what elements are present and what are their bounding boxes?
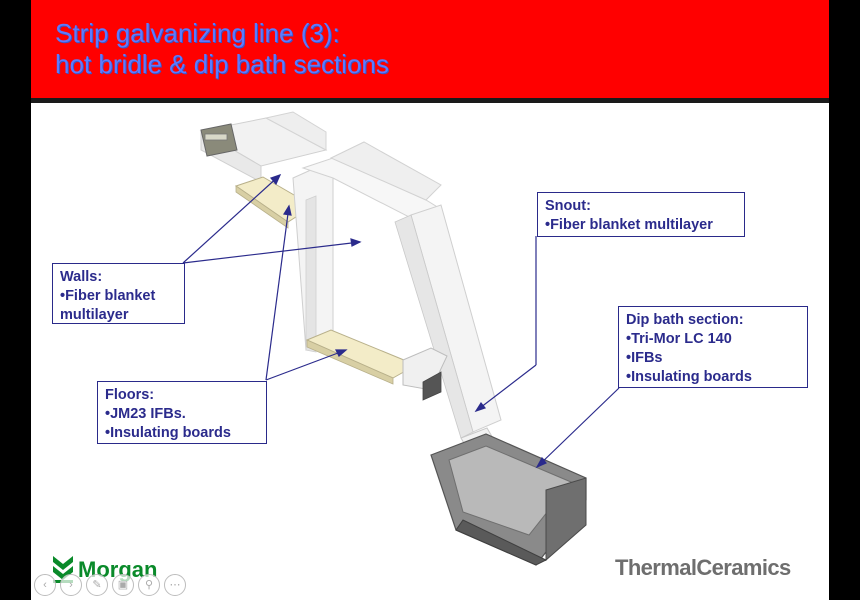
callout-dip-bath-line-2: •IFBs bbox=[626, 350, 663, 366]
walls-leader-1 bbox=[182, 174, 281, 264]
slide-title-line-1: Strip galvanizing line (3): bbox=[55, 18, 340, 48]
more-icon[interactable]: ⋯ bbox=[164, 574, 186, 596]
bridle-end-lip bbox=[204, 133, 228, 141]
snout-leader bbox=[475, 364, 537, 412]
zoom-icon[interactable]: ⚲ bbox=[138, 574, 160, 596]
callout-snout-line-1: •Fiber blanket multilayer bbox=[545, 217, 713, 233]
upper-floor-side bbox=[235, 185, 289, 229]
slide-title: Strip galvanizing line (3): hot bridle &… bbox=[55, 18, 389, 80]
floors-leader-1-arrow bbox=[283, 204, 292, 216]
vertical-wall-side bbox=[305, 195, 317, 353]
floors-leader-2 bbox=[265, 349, 347, 381]
lower-floor-side bbox=[306, 339, 394, 385]
upper-chamber-top bbox=[329, 141, 442, 201]
prev-icon[interactable]: ‹ bbox=[34, 574, 56, 596]
callout-walls-line-1: •Fiber blanket bbox=[60, 288, 156, 304]
callout-dip-bath: Dip bath section: •Tri-Mor LC 140 •IFBs … bbox=[618, 306, 808, 388]
callout-floors-heading: Floors: bbox=[105, 387, 155, 403]
callout-dip-bath-line-1: •Tri-Mor LC 140 bbox=[626, 331, 732, 347]
callout-dip-bath-heading: Dip bath section: bbox=[626, 312, 744, 328]
dipbath-leader-arrow bbox=[535, 456, 547, 469]
lower-connector-dark bbox=[422, 371, 442, 401]
slide-title-line-2: hot bridle & dip bath sections bbox=[55, 49, 389, 79]
title-banner: Strip galvanizing line (3): hot bridle &… bbox=[31, 0, 829, 98]
dipbath-leader bbox=[536, 387, 620, 468]
next-icon[interactable]: › bbox=[60, 574, 82, 596]
galvanizing-line-diagram bbox=[182, 111, 620, 566]
dip-bath-wall-right bbox=[545, 477, 587, 562]
callout-floors-line-1: •JM23 IFBs. bbox=[105, 406, 186, 422]
snout-leader-arrow bbox=[474, 401, 487, 413]
header-divider bbox=[31, 98, 829, 103]
thermal-ceramics-logo: ThermalCeramics bbox=[615, 555, 791, 580]
dip-bath-front bbox=[455, 519, 548, 566]
bridle-cap bbox=[264, 111, 327, 151]
callout-snout-heading: Snout: bbox=[545, 198, 591, 214]
callout-walls-heading: Walls: bbox=[60, 269, 103, 285]
floors-leader-2-arrow bbox=[335, 349, 348, 357]
callout-floors-line-2: •Insulating boards bbox=[105, 425, 231, 441]
pen-icon[interactable]: ✎ bbox=[86, 574, 108, 596]
callout-dip-bath-line-3: •Insulating boards bbox=[626, 369, 752, 385]
callout-floors: Floors: •JM23 IFBs. •Insulating boards bbox=[97, 381, 267, 444]
callout-walls: Walls: •Fiber blanket multilayer bbox=[52, 263, 185, 324]
walls-leader-1-arrow bbox=[269, 174, 282, 186]
callout-snout: Snout: •Fiber blanket multilayer bbox=[537, 192, 745, 237]
slide: Strip galvanizing line (3): hot bridle &… bbox=[31, 0, 829, 600]
callout-walls-line-2: multilayer bbox=[60, 307, 129, 323]
walls-leader-2 bbox=[182, 241, 361, 264]
floors-leader-1 bbox=[265, 205, 290, 381]
walls-leader-2-arrow bbox=[350, 238, 362, 247]
slides-icon[interactable]: ▣ bbox=[112, 574, 134, 596]
